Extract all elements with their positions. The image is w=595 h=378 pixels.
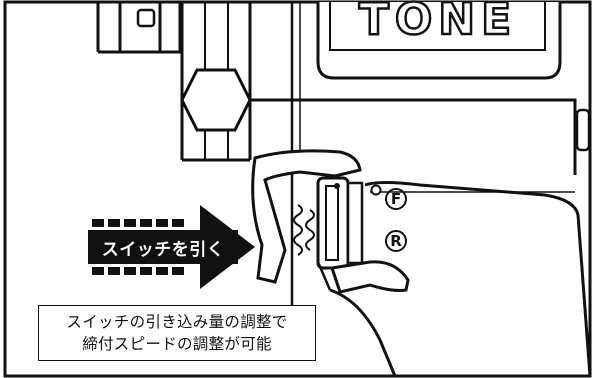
pull-arrow [88,205,255,289]
screw-hole [136,8,156,28]
tone-logo: TONE [358,0,518,40]
pull-switch-label: スイッチを引く [101,239,225,260]
logo-plate [316,2,562,80]
reverse-mark-ring [385,230,407,252]
spring [293,204,315,256]
reverse-label: R [390,232,402,250]
caption-line-1: スイッチの引き込み量の調整で [66,313,288,331]
reverse-lever [330,260,410,294]
caption-line-2: 締付スピードの調整が可能 [82,335,272,353]
hex-nut [180,68,252,132]
forward-mark-ring [385,188,407,210]
forward-label: F [390,190,402,208]
trigger [251,149,362,284]
left-rail [96,2,182,54]
caption-box: スイッチの引き込み量の調整で 締付スピードの調整が可能 [38,305,316,361]
indicator-dot [370,184,382,196]
side-clip [575,108,591,152]
